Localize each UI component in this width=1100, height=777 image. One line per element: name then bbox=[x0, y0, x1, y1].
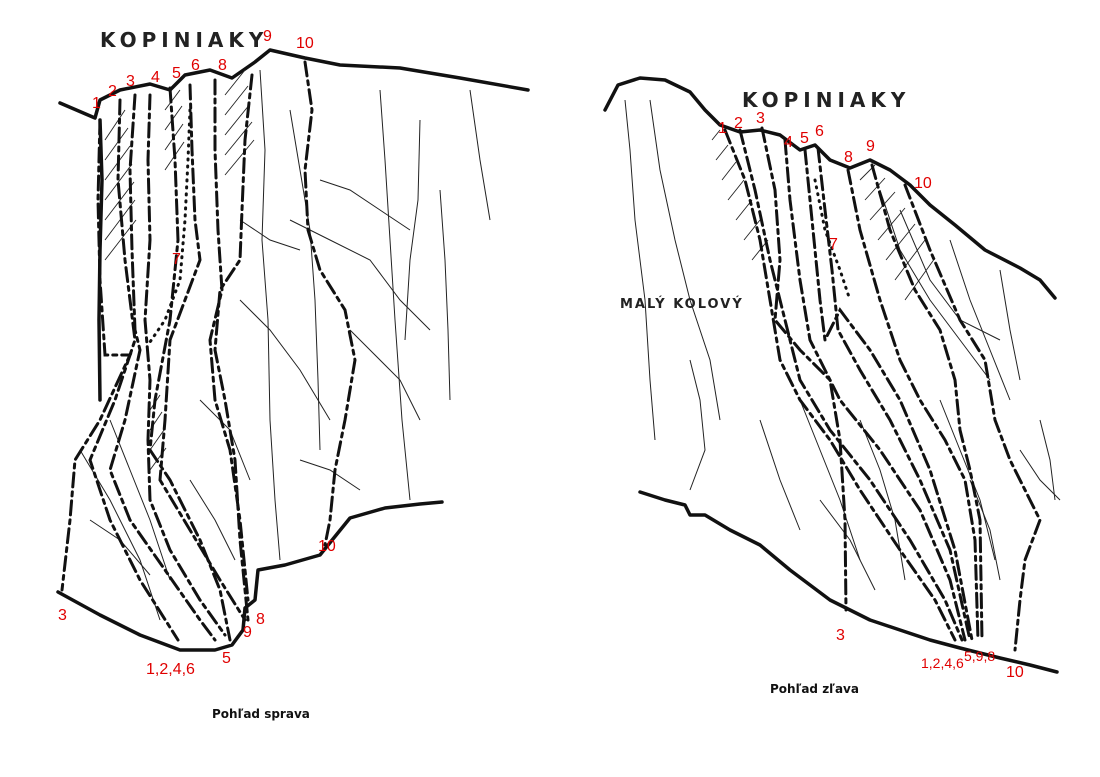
right-summit-ridge bbox=[603, 76, 1057, 300]
left-caption: Pohľad sprava bbox=[212, 707, 310, 721]
left-route-label-6: 6 bbox=[191, 57, 200, 74]
left-base-label-1-2-4-6: 1,2,4,6 bbox=[146, 661, 195, 678]
left-base-line bbox=[56, 500, 444, 652]
right-base-line bbox=[638, 490, 1059, 674]
right-caption: Pohľad zľava bbox=[770, 682, 859, 696]
right-route-label-8: 8 bbox=[844, 149, 853, 166]
right-route-5 bbox=[803, 148, 974, 642]
right-neighbor-name: MALÝ KOLOVÝ bbox=[620, 296, 744, 312]
right-peak-name: KOPINIAKY bbox=[742, 88, 910, 112]
right-route-3 bbox=[760, 126, 848, 612]
right-route-label-7: 7 bbox=[829, 236, 838, 253]
left-route-3 bbox=[108, 93, 217, 642]
right-base-label-3: 3 bbox=[836, 627, 845, 644]
left-route-2 bbox=[88, 98, 180, 642]
right-routes bbox=[723, 126, 1042, 652]
right-route-label-6: 6 bbox=[815, 123, 824, 140]
left-route-7-dotted bbox=[146, 108, 192, 347]
right-route-2 bbox=[738, 128, 964, 642]
left-rock-texture bbox=[79, 69, 491, 621]
right-route-8 bbox=[846, 168, 980, 642]
left-route-label-10: 10 bbox=[296, 35, 314, 52]
left-route-9 bbox=[213, 73, 254, 622]
left-routes bbox=[60, 60, 357, 642]
right-route-label-9: 9 bbox=[866, 138, 875, 155]
right-route-label-2: 2 bbox=[734, 115, 743, 132]
left-view: KOPINIAKY 1 2 3 4 5 6 8 9 10 7 3 1,2,4,6… bbox=[56, 28, 530, 721]
left-route-label-8: 8 bbox=[218, 57, 227, 74]
left-route-label-7: 7 bbox=[172, 251, 181, 268]
left-base-label-3: 3 bbox=[58, 607, 67, 624]
left-route-label-2: 2 bbox=[108, 83, 117, 100]
left-base-label-10: 10 bbox=[318, 538, 336, 555]
right-route-10 bbox=[903, 183, 1042, 652]
right-base-label-5-9-8: 5,9,8 bbox=[964, 648, 995, 664]
left-route-label-9: 9 bbox=[263, 28, 272, 45]
right-base-label-10: 10 bbox=[1006, 664, 1024, 681]
right-route-label-5: 5 bbox=[800, 130, 809, 147]
left-route-label-3: 3 bbox=[126, 73, 135, 90]
right-route-4 bbox=[783, 138, 967, 642]
right-route-7-dotted bbox=[813, 178, 852, 302]
right-route-label-3: 3 bbox=[756, 110, 765, 127]
left-route-label-1: 1 bbox=[92, 95, 101, 112]
right-route-1 bbox=[723, 128, 957, 642]
right-route-label-4: 4 bbox=[784, 134, 793, 151]
left-route-10 bbox=[303, 60, 357, 547]
right-route-9 bbox=[870, 163, 984, 642]
left-route-4 bbox=[143, 93, 227, 637]
left-summit-ridge bbox=[58, 48, 530, 120]
right-base-label-1-2-4-6: 1,2,4,6 bbox=[921, 655, 964, 671]
left-route-6 bbox=[158, 83, 247, 622]
right-route-6 bbox=[816, 146, 972, 642]
left-base-label-8: 8 bbox=[256, 611, 265, 628]
left-base-label-9: 9 bbox=[243, 624, 252, 641]
left-peak-name: KOPINIAKY bbox=[100, 28, 268, 52]
left-route-label-5: 5 bbox=[172, 65, 181, 82]
right-rock-texture bbox=[624, 99, 1061, 591]
left-base-label-5: 5 bbox=[222, 650, 231, 667]
right-route-label-10: 10 bbox=[914, 175, 932, 192]
right-route-label-1: 1 bbox=[718, 120, 727, 137]
left-route-label-4: 4 bbox=[151, 69, 160, 86]
right-view: KOPINIAKY MALÝ KOLOVÝ 1 2 3 4 5 6 8 9 10… bbox=[603, 76, 1061, 696]
